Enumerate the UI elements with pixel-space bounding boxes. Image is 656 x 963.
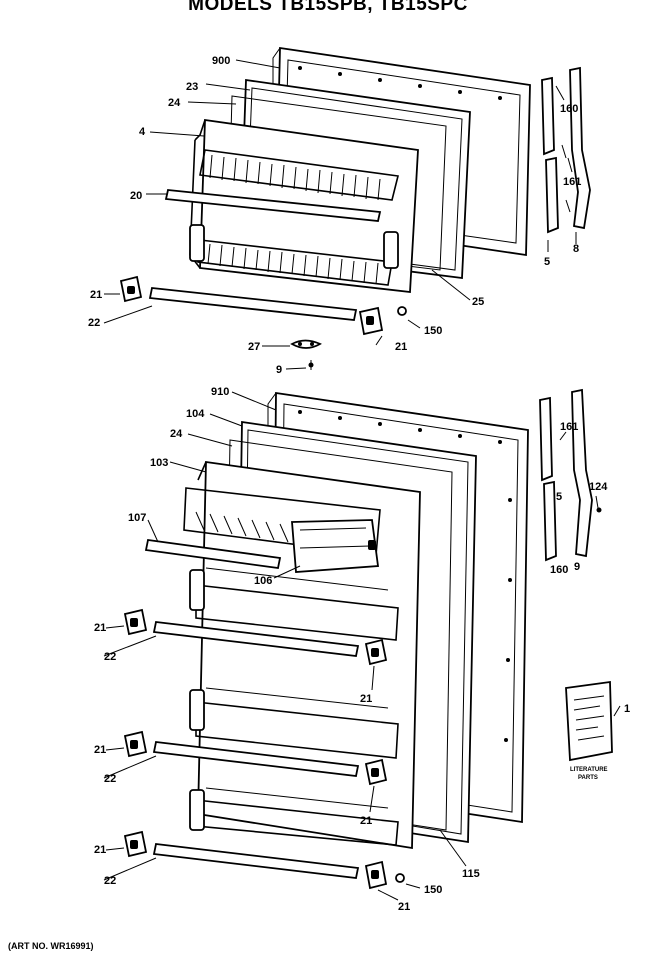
callout-24: 24 <box>168 97 181 109</box>
screw-9-upper <box>308 360 314 370</box>
literature-book-icon <box>565 680 613 762</box>
callout-8: 8 <box>573 243 579 255</box>
callout-5: 5 <box>544 256 550 268</box>
plug-150-lower <box>395 873 405 883</box>
callout-21-d: 21 <box>360 815 372 827</box>
literature-label-line2: PARTS <box>578 775 598 781</box>
callout-21-right: 21 <box>395 341 407 353</box>
upper-leader-lines <box>103 59 577 370</box>
lower-leader-lines <box>103 391 621 901</box>
callout-900: 900 <box>212 55 230 67</box>
callout-124: 124 <box>589 481 608 493</box>
callout-150-lower: 150 <box>424 884 442 896</box>
shelf-rail-22-a <box>152 621 360 657</box>
lower-hinge-parts <box>539 388 602 562</box>
callout-103: 103 <box>150 457 168 469</box>
callout-161: 161 <box>563 176 581 188</box>
shelf-rail-22-b <box>152 741 360 777</box>
lower-callouts: 910 104 24 103 107 106 161 5 124 160 9 2… <box>94 386 630 913</box>
callout-160-lower: 160 <box>550 564 568 576</box>
callout-21-f: 21 <box>398 901 410 913</box>
callout-27: 27 <box>248 341 260 353</box>
callout-25: 25 <box>472 296 484 308</box>
callout-9: 9 <box>276 364 282 376</box>
plug-150-upper <box>397 306 407 316</box>
callout-21-b: 21 <box>360 693 372 705</box>
callout-4: 4 <box>139 126 146 138</box>
upper-door-assembly: 900 23 24 4 20 21 22 21 27 9 150 25 160 … <box>88 46 591 376</box>
lower-door-assembly: 910 104 24 103 107 106 161 5 124 160 9 2… <box>94 386 630 913</box>
callout-22-c: 22 <box>104 875 116 887</box>
freezer-shelf-bar-20 <box>164 189 382 222</box>
callout-21-a: 21 <box>94 622 106 634</box>
callout-106: 106 <box>254 575 272 587</box>
callout-150: 150 <box>424 325 442 337</box>
callout-20: 20 <box>130 190 142 202</box>
callout-104: 104 <box>186 408 205 420</box>
callout-1: 1 <box>624 703 630 715</box>
upper-callouts: 900 23 24 4 20 21 22 21 27 9 150 25 160 … <box>88 55 581 376</box>
callout-115: 115 <box>462 868 480 880</box>
callout-23: 23 <box>186 81 198 93</box>
bracket-27 <box>290 339 322 349</box>
callout-21-c: 21 <box>94 744 106 756</box>
callout-22-b: 22 <box>104 773 116 785</box>
art-number: (ART NO. WR16991) <box>8 941 94 951</box>
callout-22-a: 22 <box>104 651 116 663</box>
callout-160: 160 <box>560 103 578 115</box>
diagram-title: MODELS TB15SPB, TB15SPC <box>188 0 468 15</box>
callout-24-lower: 24 <box>170 428 183 440</box>
callout-21-left: 21 <box>90 289 102 301</box>
freezer-shelf-rail-22 <box>148 287 358 321</box>
callout-21-e: 21 <box>94 844 106 856</box>
shelf-bar-107 <box>144 538 282 570</box>
shelf-rail-22-c <box>152 843 360 879</box>
callout-910: 910 <box>211 386 229 398</box>
callout-161-lower: 161 <box>560 421 578 433</box>
callout-5-lower: 5 <box>556 491 562 503</box>
upper-hinge-parts <box>541 66 591 234</box>
literature-label-line1: LITERATURE <box>570 767 608 773</box>
callout-9-lower: 9 <box>574 561 580 573</box>
callout-22: 22 <box>88 317 100 329</box>
butter-door-106 <box>291 519 380 573</box>
callout-107: 107 <box>128 512 146 524</box>
